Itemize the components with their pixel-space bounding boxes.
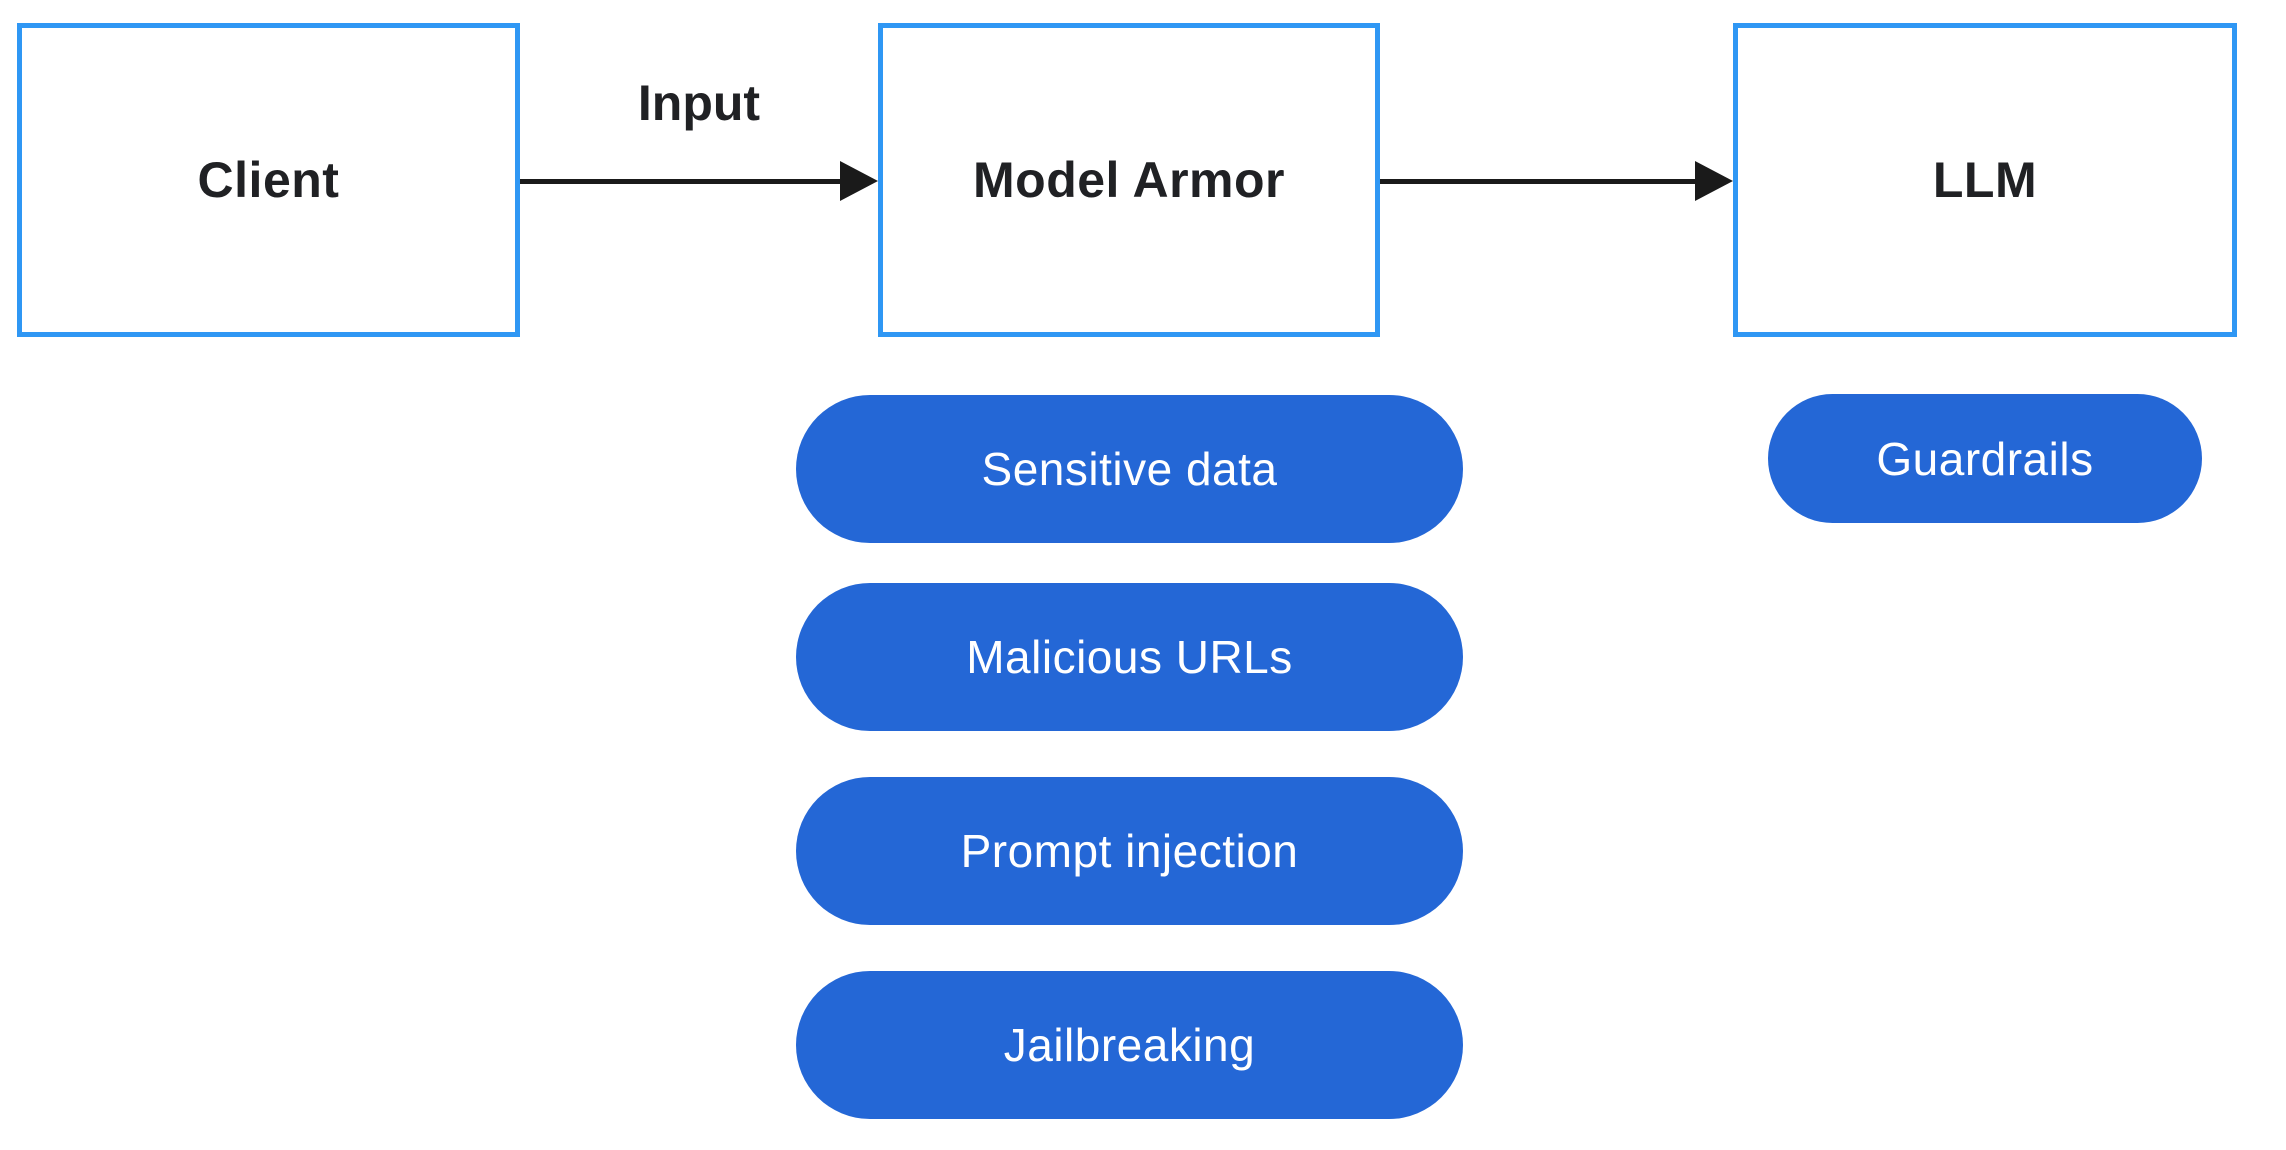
node-client: Client <box>17 23 520 337</box>
filter-pill-label: Prompt injection <box>960 825 1299 877</box>
arrowhead-icon <box>1695 161 1733 201</box>
edge-model-armor-to-llm-line <box>1380 179 1697 184</box>
node-model-armor: Model Armor <box>878 23 1380 337</box>
badge-pill-label: Guardrails <box>1876 432 2094 485</box>
filter-pill-prompt-injection: Prompt injection <box>796 777 1463 925</box>
filter-pill-label: Malicious URLs <box>966 631 1293 683</box>
edge-client-to-model-armor-line <box>520 179 842 184</box>
arrowhead-icon <box>840 161 878 201</box>
node-llm-label: LLM <box>1932 152 2038 208</box>
node-llm: LLM <box>1733 23 2237 337</box>
node-model-armor-label: Model Armor <box>973 152 1285 208</box>
filter-pill-jailbreaking: Jailbreaking <box>796 971 1463 1119</box>
filter-pill-label: Jailbreaking <box>1003 1019 1256 1071</box>
filter-pill-sensitive-data: Sensitive data <box>796 395 1463 543</box>
filter-pill-label: Sensitive data <box>981 443 1278 495</box>
badge-pill-guardrails: Guardrails <box>1768 394 2202 523</box>
edge-input-label: Input <box>637 75 761 131</box>
filter-pill-malicious-urls: Malicious URLs <box>796 583 1463 731</box>
node-client-label: Client <box>197 152 340 208</box>
